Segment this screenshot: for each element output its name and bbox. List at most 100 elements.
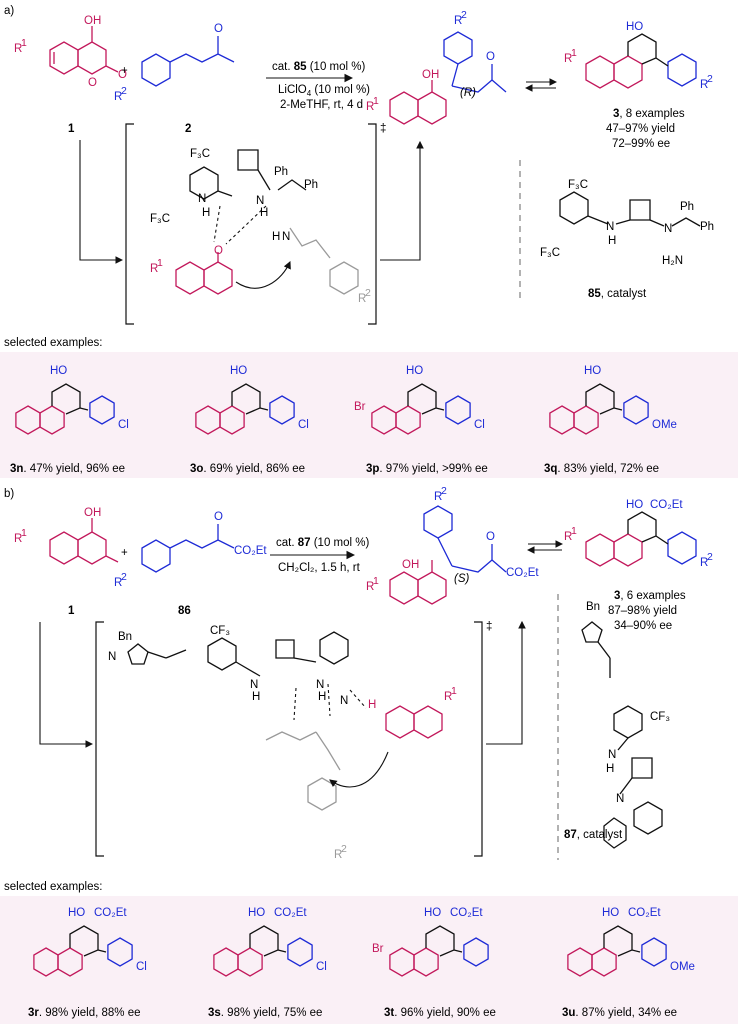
flow-arrow-a-out <box>380 140 424 261</box>
svg-text:1: 1 <box>571 47 577 59</box>
conditions-a-line3: 2-MeTHF, rt, 4 d <box>280 99 363 111</box>
svg-text:CO₂Et: CO₂Et <box>450 907 483 919</box>
svg-text:F₃C: F₃C <box>150 213 170 225</box>
svg-text:HO: HO <box>50 365 67 377</box>
ts-a-bracket-right <box>368 123 377 325</box>
svg-text:R: R <box>434 491 442 503</box>
example-substituent-3q: OMe <box>652 419 677 431</box>
svg-text:CF₃: CF₃ <box>210 625 230 637</box>
svg-text:(R): (R) <box>460 87 476 99</box>
svg-text:F₃C: F₃C <box>190 148 210 160</box>
svg-text:O: O <box>214 23 223 35</box>
flow-arrow-b-in <box>39 622 94 748</box>
svg-text:N: N <box>606 221 614 233</box>
product-a-structure: HO R 1 R 2 <box>564 21 713 91</box>
svg-text:2: 2 <box>365 287 371 299</box>
svg-text:2: 2 <box>441 485 447 497</box>
svg-text:N: N <box>608 749 616 761</box>
svg-text:R: R <box>334 849 342 861</box>
example-substituent-3s: Cl <box>316 961 327 973</box>
svg-text:HO: HO <box>424 907 441 919</box>
svg-text:CO₂Et: CO₂Et <box>234 545 267 557</box>
substrate-2-structure: R 2 O <box>114 23 235 103</box>
example-r1-3t: Br <box>372 943 384 955</box>
svg-text:HO: HO <box>602 907 619 919</box>
svg-text:F₃C: F₃C <box>540 247 560 259</box>
svg-text:O: O <box>486 531 495 543</box>
example-caption-3r: 3r. 98% yield, 88% ee <box>28 1007 141 1019</box>
ts-a-structure: F₃C F₃C N H N H Ph Ph H N O R 1 R 2 <box>150 148 371 305</box>
svg-text:O: O <box>118 69 127 81</box>
product-a-summary: 3, 8 examples <box>613 108 685 120</box>
svg-text:R: R <box>14 43 22 55</box>
svg-text:F₃C: F₃C <box>568 179 588 191</box>
svg-text:R: R <box>358 293 366 305</box>
svg-text:R: R <box>564 531 572 543</box>
svg-text:R: R <box>150 263 158 275</box>
svg-text:N: N <box>316 679 324 691</box>
svg-text:2: 2 <box>121 571 127 583</box>
conditions-a-line2: LiClO4 (10 mol %) <box>278 84 370 98</box>
svg-text:HO: HO <box>626 21 643 33</box>
ts-a-dagger: ‡ <box>380 123 386 135</box>
plus-sign-b: + <box>121 547 128 559</box>
svg-text:R: R <box>114 577 122 589</box>
ts-b-dagger: ‡ <box>486 621 492 633</box>
ts-b-structure: Bn N CF₃ N H N H N H R 1 R 2 <box>108 625 457 861</box>
example-substituent-3r: Cl <box>136 961 147 973</box>
svg-text:1: 1 <box>373 575 379 587</box>
section-a-label: a) <box>4 5 14 17</box>
catalyst-85-structure: F₃C F₃C N H N Ph Ph H₂N <box>540 179 714 267</box>
svg-text:Ph: Ph <box>700 221 714 233</box>
product-a-ee: 72–99% ee <box>612 138 670 150</box>
svg-text:R: R <box>700 79 708 91</box>
examples-a-label: selected examples: <box>4 337 102 349</box>
svg-text:H: H <box>608 235 616 247</box>
svg-text:N: N <box>250 679 258 691</box>
svg-text:OH: OH <box>84 15 101 27</box>
svg-text:1: 1 <box>451 685 457 697</box>
svg-text:2: 2 <box>121 85 127 97</box>
example-caption-3u: 3u. 87% yield, 34% ee <box>562 1007 677 1019</box>
ts-b-bracket-right <box>474 621 483 857</box>
example-caption-3n: 3n. 47% yield, 96% ee <box>10 463 125 475</box>
svg-text:O: O <box>88 77 97 89</box>
product-b-summary: 3, 6 examples <box>614 590 686 602</box>
svg-text:N: N <box>340 695 348 707</box>
example-substituent-3p: Cl <box>474 419 485 431</box>
example-caption-3s: 3s. 98% yield, 75% ee <box>208 1007 322 1019</box>
svg-text:H: H <box>260 207 268 219</box>
example-caption-3o: 3o. 69% yield, 86% ee <box>190 463 305 475</box>
svg-text:H: H <box>202 207 210 219</box>
svg-text:N: N <box>664 223 672 235</box>
substrate-1-number: 1 <box>68 123 75 135</box>
svg-text:N: N <box>198 193 206 205</box>
svg-text:CO₂Et: CO₂Et <box>94 907 127 919</box>
substrate-1-structure: R 1 OH O O <box>14 15 127 89</box>
svg-text:1: 1 <box>157 257 163 269</box>
svg-text:2: 2 <box>341 843 347 855</box>
svg-text:O: O <box>486 51 495 63</box>
svg-text:Ph: Ph <box>274 166 288 178</box>
svg-text:(S): (S) <box>454 573 470 585</box>
svg-text:2: 2 <box>461 9 467 21</box>
svg-text:R: R <box>444 691 452 703</box>
svg-text:CO₂Et: CO₂Et <box>506 567 539 579</box>
substrate-86-structure: R 2 O CO₂Et <box>114 511 267 589</box>
svg-text:CO₂Et: CO₂Et <box>274 907 307 919</box>
plus-sign-a: + <box>121 65 128 77</box>
svg-text:CF₃: CF₃ <box>650 711 670 723</box>
intermediate-b-structure: R 1 OH O CO₂Et R 2 (S) <box>366 485 539 605</box>
example-substituent-3n: Cl <box>118 419 129 431</box>
ts-a-bracket-left <box>125 123 134 325</box>
svg-text:H: H <box>318 691 326 703</box>
svg-text:H: H <box>606 763 614 775</box>
svg-text:N: N <box>256 195 264 207</box>
substrate-1b-number: 1 <box>68 605 75 617</box>
examples-panel-a <box>0 352 738 478</box>
svg-text:CO₂Et: CO₂Et <box>650 499 683 511</box>
